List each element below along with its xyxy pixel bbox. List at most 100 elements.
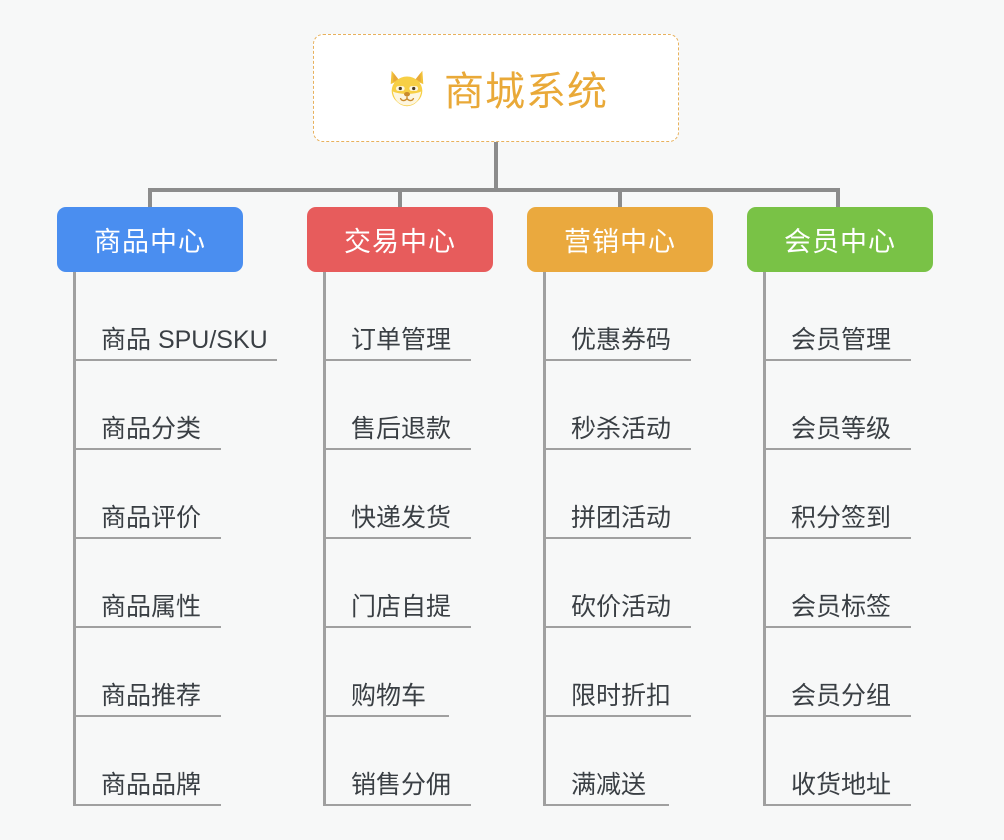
leaf-item[interactable]: 快递发货 <box>307 450 493 539</box>
leaf-item[interactable]: 积分签到 <box>747 450 933 539</box>
leaf-underline <box>73 626 221 628</box>
leaf-item[interactable]: 售后退款 <box>307 361 493 450</box>
leaf-label: 砍价活动 <box>571 593 672 622</box>
category-label-4: 会员中心 <box>784 227 896 257</box>
leaf-label: 满减送 <box>571 771 647 800</box>
leaf-underline <box>543 448 691 450</box>
leaf-label: 限时折扣 <box>571 682 672 711</box>
leaf-item[interactable]: 商品评价 <box>57 450 243 539</box>
leaf-label: 优惠券码 <box>571 326 672 355</box>
connector-drop-2 <box>398 188 402 209</box>
leaf-item[interactable]: 会员分组 <box>747 628 933 717</box>
leaf-item[interactable]: 订单管理 <box>307 272 493 361</box>
leaf-item[interactable]: 会员标签 <box>747 539 933 628</box>
leaf-underline <box>543 715 691 717</box>
leaf-item[interactable]: 会员等级 <box>747 361 933 450</box>
leaf-item[interactable]: 销售分佣 <box>307 717 493 806</box>
leaf-label: 门店自提 <box>351 593 452 622</box>
leaf-list-4: 会员管理 会员等级 积分签到 会员标签 会员分组 收货地址 <box>747 272 933 806</box>
leaf-item[interactable]: 商品品牌 <box>57 717 243 806</box>
leaf-spine-2 <box>323 272 326 806</box>
leaf-underline <box>73 448 221 450</box>
leaf-underline <box>543 626 691 628</box>
leaf-underline <box>323 715 449 717</box>
branch-column-4: 会员中心 会员管理 会员等级 积分签到 会员标签 会员分组 <box>747 207 933 806</box>
leaf-item[interactable]: 满减送 <box>527 717 713 806</box>
leaf-item[interactable]: 砍价活动 <box>527 539 713 628</box>
leaf-label: 积分签到 <box>791 504 892 533</box>
leaf-underline <box>543 537 691 539</box>
leaf-item[interactable]: 商品分类 <box>57 361 243 450</box>
root-title: 商城系统 <box>444 70 608 114</box>
root-node[interactable]: 商城系统 <box>313 34 679 142</box>
leaf-underline <box>543 804 669 806</box>
leaf-spine-3 <box>543 272 546 806</box>
category-box-3[interactable]: 营销中心 <box>527 207 713 272</box>
leaf-list-1: 商品 SPU/SKU 商品分类 商品评价 商品属性 商品推荐 商品品牌 <box>57 272 277 806</box>
connector-root-stem <box>494 142 498 190</box>
leaf-item[interactable]: 秒杀活动 <box>527 361 713 450</box>
leaf-spine-4 <box>763 272 766 806</box>
leaf-label: 商品 SPU/SKU <box>101 326 268 355</box>
leaf-item[interactable]: 收货地址 <box>747 717 933 806</box>
leaf-label: 拼团活动 <box>571 504 672 533</box>
leaf-underline <box>73 804 221 806</box>
leaf-underline <box>543 359 691 361</box>
leaf-label: 秒杀活动 <box>571 415 672 444</box>
leaf-underline <box>763 804 911 806</box>
leaf-label: 订单管理 <box>351 326 452 355</box>
category-label-1: 商品中心 <box>94 227 206 257</box>
leaf-label: 收货地址 <box>791 771 892 800</box>
leaf-item[interactable]: 会员管理 <box>747 272 933 361</box>
leaf-underline <box>323 359 471 361</box>
leaf-item[interactable]: 商品推荐 <box>57 628 243 717</box>
leaf-label: 会员等级 <box>791 415 892 444</box>
leaf-label: 销售分佣 <box>351 771 452 800</box>
leaf-spine-1 <box>73 272 76 806</box>
leaf-item[interactable]: 优惠券码 <box>527 272 713 361</box>
leaf-label: 商品评价 <box>101 504 202 533</box>
leaf-item[interactable]: 限时折扣 <box>527 628 713 717</box>
connector-horizontal-bus <box>148 188 840 192</box>
leaf-label: 商品属性 <box>101 593 202 622</box>
branch-column-2: 交易中心 订单管理 售后退款 快递发货 门店自提 购物车 <box>307 207 493 806</box>
leaf-underline <box>323 448 471 450</box>
leaf-underline <box>73 715 221 717</box>
leaf-underline <box>763 537 911 539</box>
leaf-item[interactable]: 购物车 <box>307 628 493 717</box>
shiba-dog-face-icon <box>384 65 430 111</box>
leaf-underline <box>73 359 277 361</box>
category-label-2: 交易中心 <box>344 227 456 257</box>
category-label-3: 营销中心 <box>564 227 676 257</box>
leaf-underline <box>73 537 221 539</box>
leaf-label: 商品品牌 <box>101 771 202 800</box>
category-box-1[interactable]: 商品中心 <box>57 207 243 272</box>
branch-column-3: 营销中心 优惠券码 秒杀活动 拼团活动 砍价活动 限时折扣 <box>527 207 713 806</box>
leaf-underline <box>323 537 471 539</box>
leaf-underline <box>763 626 911 628</box>
connector-drop-3 <box>618 188 622 209</box>
leaf-label: 快递发货 <box>351 504 452 533</box>
leaf-item[interactable]: 商品属性 <box>57 539 243 628</box>
connector-drop-1 <box>148 188 152 209</box>
leaf-list-3: 优惠券码 秒杀活动 拼团活动 砍价活动 限时折扣 满减送 <box>527 272 713 806</box>
leaf-list-2: 订单管理 售后退款 快递发货 门店自提 购物车 销售分佣 <box>307 272 493 806</box>
leaf-underline <box>323 804 471 806</box>
leaf-item[interactable]: 商品 SPU/SKU <box>57 272 277 361</box>
leaf-label: 会员分组 <box>791 682 892 711</box>
branch-column-1: 商品中心 商品 SPU/SKU 商品分类 商品评价 商品属性 商品推荐 <box>57 207 277 806</box>
leaf-underline <box>763 715 911 717</box>
category-box-4[interactable]: 会员中心 <box>747 207 933 272</box>
category-box-2[interactable]: 交易中心 <box>307 207 493 272</box>
leaf-label: 购物车 <box>351 682 427 711</box>
leaf-item[interactable]: 门店自提 <box>307 539 493 628</box>
connector-drop-4 <box>836 188 840 209</box>
leaf-label: 商品分类 <box>101 415 202 444</box>
leaf-item[interactable]: 拼团活动 <box>527 450 713 539</box>
leaf-underline <box>323 626 471 628</box>
leaf-label: 会员管理 <box>791 326 892 355</box>
leaf-label: 售后退款 <box>351 415 452 444</box>
leaf-underline <box>763 359 911 361</box>
leaf-label: 商品推荐 <box>101 682 202 711</box>
